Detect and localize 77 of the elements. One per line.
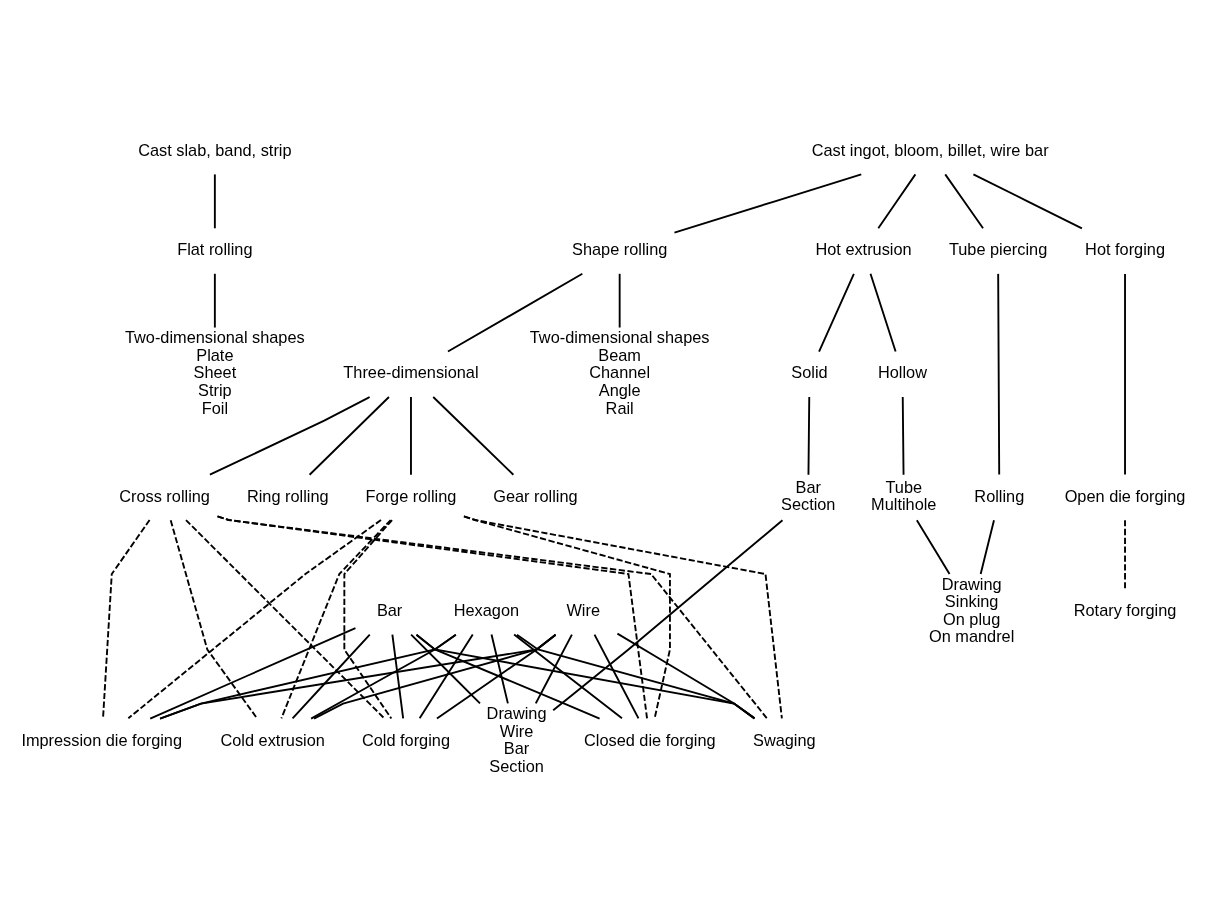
connector xyxy=(418,633,474,720)
node-text: Closed die forging xyxy=(584,730,716,749)
node-text: Wire xyxy=(566,601,600,620)
connector xyxy=(410,396,412,476)
connector xyxy=(673,173,863,234)
node-text: Forge rolling xyxy=(365,486,457,505)
connector xyxy=(415,633,756,720)
connector xyxy=(593,633,640,720)
connector xyxy=(618,272,621,329)
connector xyxy=(997,272,1001,476)
connector xyxy=(391,633,405,720)
node-text: Rolling xyxy=(974,486,1025,505)
node-text: Hot extrusion xyxy=(815,240,912,259)
node-text: Rotary forging xyxy=(1073,601,1177,620)
connector xyxy=(432,396,515,476)
node-text: Open die forging xyxy=(1064,486,1186,505)
connector xyxy=(185,519,386,720)
node-text: Hot forging xyxy=(1085,240,1165,259)
connector xyxy=(213,173,216,230)
node-text: Tube Multihole xyxy=(871,477,937,514)
connector xyxy=(490,633,509,705)
connector xyxy=(169,519,259,720)
node-text: Bar Section xyxy=(780,477,836,514)
connector xyxy=(552,519,784,712)
node-text: Solid xyxy=(791,363,828,382)
connector xyxy=(944,173,984,230)
node-text: Drawing Sinking On plug On mandrel xyxy=(929,574,1015,646)
node-text: Tube piercing xyxy=(948,240,1048,259)
node-text: Drawing Wire Bar Section xyxy=(486,704,547,775)
node-text: Ring rolling xyxy=(246,486,329,505)
node-text: Cold extrusion xyxy=(220,730,325,749)
connector xyxy=(534,633,573,705)
node-text: Cast ingot, bloom, billet, wire bar xyxy=(811,140,1049,159)
connector xyxy=(291,633,371,720)
node-text: Three-dimensional xyxy=(343,363,479,382)
node-text: Swaging xyxy=(753,730,816,749)
connector xyxy=(213,272,216,329)
connector xyxy=(310,633,457,720)
connector xyxy=(159,633,457,720)
connector xyxy=(462,515,783,720)
connector xyxy=(516,633,756,720)
connector xyxy=(410,633,481,705)
connector xyxy=(436,633,557,720)
node-text: Bar xyxy=(376,601,403,620)
node-text: Impression die forging xyxy=(21,730,183,749)
connector xyxy=(216,515,768,720)
connector xyxy=(1124,519,1126,590)
node-text: Cold forging xyxy=(361,730,450,749)
connector xyxy=(901,396,905,476)
node-text: Two-dimensional shapes Beam Channel Angle Rail xyxy=(529,328,710,417)
connector xyxy=(915,519,951,575)
connector xyxy=(149,627,357,720)
node-text: Hollow xyxy=(878,363,928,382)
connector xyxy=(807,396,811,476)
connector xyxy=(877,173,917,230)
connector xyxy=(280,519,392,720)
connector xyxy=(869,272,897,353)
node-text: Shape rolling xyxy=(571,240,668,259)
connector xyxy=(102,519,151,720)
connector xyxy=(979,519,995,575)
connector xyxy=(127,519,382,720)
connector xyxy=(313,633,557,720)
connector xyxy=(513,633,623,720)
connector xyxy=(818,272,855,353)
connector xyxy=(972,173,1083,230)
node-text: Cast slab, band, strip xyxy=(138,140,292,159)
node-text: Hexagon xyxy=(453,601,520,620)
connector xyxy=(308,396,390,476)
connector xyxy=(159,633,557,720)
node-text: Flat rolling xyxy=(177,240,253,259)
node-text: Gear rolling xyxy=(493,486,578,505)
connector xyxy=(447,272,584,353)
connector xyxy=(343,519,393,720)
node-text: Cross rolling xyxy=(119,486,210,505)
connector xyxy=(208,396,371,476)
connector xyxy=(1124,272,1126,476)
node-text: Two-dimensional shapes Plate Sheet Strip Foil xyxy=(125,328,305,417)
